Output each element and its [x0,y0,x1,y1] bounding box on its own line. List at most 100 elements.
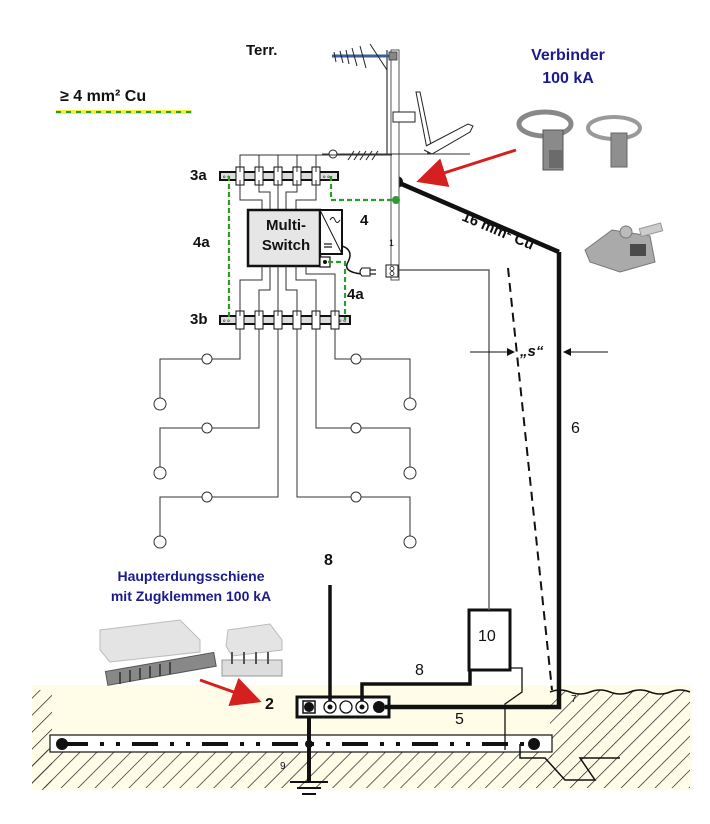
foundation-end-right [528,738,540,750]
outlet-cable-right [334,329,411,398]
outlet-connector-right [350,491,362,503]
outlet-cable-right [315,329,411,467]
foundation-electrode [49,734,620,781]
bar-terminal-solid [373,701,385,713]
conductor-8-to-device [360,670,472,701]
lines-3a-to-switch [239,180,317,210]
outlet-connector-left [201,491,213,503]
verbinder-title-line1: Verbinder [531,47,605,64]
bonding-wires-4mm [227,176,396,320]
label-8-top: 8 [324,552,333,569]
socket-hole-2 [389,271,395,276]
hes-title-line2: mit Zugklemmen 100 kA [110,588,272,604]
label-4a-left: 4a [193,234,210,251]
conductor-16mm-diagonal [396,179,560,255]
mast-bonding-point [392,196,400,204]
bar-terminal-empty [339,700,353,714]
lines-switch-to-3b [239,266,336,316]
label-4a-right: 4a [347,286,364,303]
clamp-photo-1 [516,109,574,171]
busbar-photo-2 [221,623,283,677]
power-line [398,269,490,610]
power-cord [341,245,363,275]
distributor-3b-terminal-left: ∘∘ [222,318,231,325]
outlet-connector-right [350,422,362,434]
psu-ac-symbol [329,217,341,223]
feed-line-top [239,154,392,172]
verbinder-title: Verbinder 100 kA [518,44,618,90]
power-socket [385,264,399,278]
outlet-cable-left [159,329,241,398]
hes-arrow [199,677,262,707]
outlet-connector-right [350,353,362,365]
label-6: 6 [571,420,580,437]
soil-surface-line [549,689,691,695]
label-separation-distance: „s“ [520,343,544,360]
ground-terminal-dot [323,260,327,264]
multiswitch-box [246,208,322,268]
distributor-3b-bar [219,315,351,325]
distributor-3a-terminal-right: ∘∘ [322,174,331,181]
label-9: 9 [280,761,286,772]
label-5: 5 [455,711,464,728]
clamp-photo-3 [584,222,664,273]
label-10: 10 [478,628,496,645]
busbar-photo-1 [99,619,217,686]
outlet-socket-left [153,397,167,411]
label-4: 4 [360,212,369,229]
earth-rod-connection [519,744,620,781]
psu-diagonal [319,209,343,255]
antenna-mast [322,43,474,281]
outlet-connector-left [201,422,213,434]
earth-symbol [290,715,328,795]
label-1: 1 [389,238,395,248]
separation-distance-line [507,267,553,691]
outlet-cable-left [159,329,279,536]
device-box-10 [467,608,512,672]
multiswitch-label: Multi- Switch [252,216,320,256]
outlet-socket-right [403,466,417,480]
mast-pole [390,49,400,281]
soil-hatch-right [550,690,690,788]
outlet-connector-left [201,353,213,365]
outlet-socket-right [403,397,417,411]
feed-lines-3a [258,155,317,172]
verbinder-title-line2: 100 kA [542,70,594,87]
label-3a: 3a [190,167,207,184]
clamp-photo-2 [586,115,642,168]
multiswitch-label-line2: Switch [261,237,311,254]
outlet-socket-left [153,535,167,549]
boom-mount [388,51,398,61]
hes-title-line1: Haupterdungsschiene [117,568,265,584]
outlet-socket-left [153,466,167,480]
dish-mount [392,111,416,123]
label-terrestrial-antenna: Terr. [246,42,278,59]
bonding-4a-right [328,260,347,320]
foundation-end-left [56,738,68,750]
hes-title: Haupterdungsschiene mit Zugklemmen 100 k… [86,566,296,606]
power-plug [359,267,371,277]
device-10-earth-lead [504,667,523,750]
dish-lnb-arm [423,123,474,155]
bar-terminal-ring-2-dot [359,704,365,710]
multiswitch-label-line1: Multi- [266,217,306,234]
foundation-strip [49,734,553,753]
socket-hole-1 [389,266,395,271]
bonding-4-mast [329,176,396,202]
verbinder-arrow [416,148,517,187]
legend-wire-label: ≥ 4 mm² Cu [60,88,147,105]
label-3b: 3b [190,311,208,328]
bar-terminal-ring-1-dot [327,704,333,710]
conductor-5-and-6 [385,252,562,710]
label-8-mid: 8 [415,662,424,679]
outlet-network [153,329,417,549]
bar-terminal-screw-dot [304,702,314,712]
distributor-3b-terminal-right: ∘∘ [338,318,347,325]
label-7: 7 [571,694,577,705]
antenna-elements [333,43,388,71]
outlet-socket-right [403,535,417,549]
distributor-3a: ∘∘∘∘ [219,166,339,186]
